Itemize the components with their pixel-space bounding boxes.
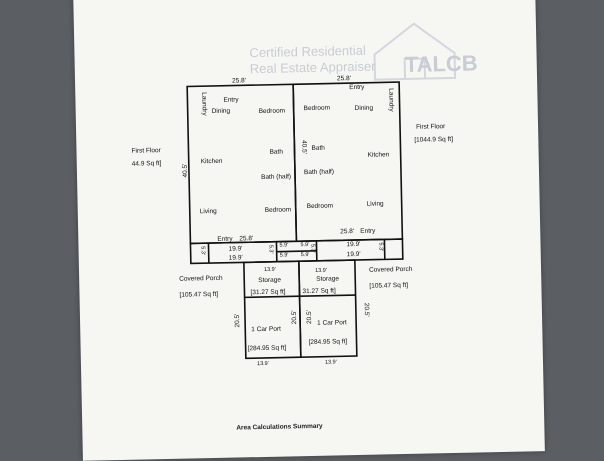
left-laundry-label: Laundry — [200, 92, 207, 116]
right-bath-label: Bath — [311, 146, 325, 153]
floor-plan-drawing — [73, 0, 545, 461]
right-storage-label: Storage — [316, 276, 339, 283]
strip-left-width-bottom: 19.9' — [229, 255, 243, 262]
left-unit-top-dim: 25.8' — [232, 78, 246, 85]
left-bedroom2-label: Bedroom — [265, 207, 292, 214]
left-bedroom1-label: Bedroom — [259, 108, 286, 115]
left-unit-side-dim: 40.5' — [183, 164, 190, 178]
right-unit-top-dim: 25.8' — [337, 76, 351, 83]
strip-vert-right: 5.3' — [377, 242, 383, 251]
strip-left-width: 19.9' — [229, 246, 243, 253]
strip-right-width: 19.9' — [346, 242, 360, 249]
right-annex-side-dim: 20.5' — [362, 303, 369, 317]
strip-vert-mid: 5.3' — [267, 245, 273, 254]
right-bath-half-label: Bath (half) — [304, 169, 334, 176]
left-carport-area: [284.95 Sq ft] — [248, 346, 287, 353]
right-floor-area: [1044.9 Sq ft] — [414, 137, 453, 144]
left-entry-label: Entry — [223, 97, 238, 104]
right-carport-label: 1 Car Port — [317, 320, 347, 327]
right-bedroom2-label: Bedroom — [307, 203, 334, 210]
right-bottom-entry-label: Entry — [360, 229, 375, 236]
left-annex-top-dim: 13.9' — [264, 268, 276, 274]
right-entry-label: Entry — [349, 85, 364, 92]
left-bath-label: Bath — [270, 150, 284, 157]
right-laundry-label: Laundry — [387, 88, 394, 112]
left-carport-label: 1 Car Port — [251, 327, 281, 334]
left-annex-inner-dim: 20.5' — [292, 310, 299, 324]
left-storage-label: Storage — [258, 278, 281, 285]
right-bedroom1-label: Bedroom — [304, 106, 331, 113]
left-annex-bottom-dim: 13.9' — [257, 362, 269, 368]
right-unit-bottom-dim: 25.8' — [340, 229, 354, 236]
right-living-label: Living — [367, 201, 384, 208]
right-unit-side-dim-inner: 40.5' — [300, 140, 307, 154]
right-annex-top-dim: 13.9' — [315, 269, 327, 275]
strip-right-width-bottom: 19.9' — [347, 252, 361, 259]
left-bottom-entry-label: Entry — [217, 237, 232, 244]
left-floor-area: 44.9 Sq ft] — [132, 161, 162, 168]
left-living-label: Living — [200, 209, 217, 216]
strip-small-a: 5.9' — [279, 243, 288, 249]
paper-sheet: Certified Residential Real Estate Apprai… — [73, 0, 545, 461]
strip-vert-left: 5.3' — [199, 246, 205, 255]
right-annex-bottom-dim: 13.9' — [325, 360, 337, 366]
left-porch-area: [105.47 Sq ft] — [179, 292, 218, 299]
left-unit-bottom-dim: 25.8' — [239, 236, 253, 243]
left-bath-half-label: Bath (half) — [261, 174, 291, 181]
right-annex-inner-dim: 20.5' — [307, 310, 314, 324]
left-annex-side-dim: 20.5' — [235, 314, 242, 328]
right-floor-label: First Floor — [416, 124, 445, 131]
left-kitchen-label: Kitchen — [201, 159, 223, 166]
strip-small-d: 5.9' — [301, 253, 310, 259]
right-storage-area: 31.27 Sq ft] — [302, 288, 335, 295]
left-floor-label: First Floor — [131, 148, 160, 155]
left-dining-label: Dining — [212, 109, 231, 116]
right-porch-area: [105.47 Sq ft] — [369, 283, 408, 290]
strip-small-b: 5.9' — [300, 243, 309, 249]
strip-small-c: 5.9' — [280, 253, 289, 259]
right-dining-label: Dining — [355, 106, 374, 113]
right-carport-area: [284.95 Sq ft] — [308, 339, 347, 346]
left-porch-label: Covered Porch — [179, 276, 222, 283]
right-porch-label: Covered Porch — [369, 267, 412, 274]
left-storage-area: [31.27 Sq ft] — [250, 290, 285, 297]
strip-vert-mid2: 5.3' — [309, 244, 315, 253]
right-kitchen-label: Kitchen — [368, 152, 390, 159]
